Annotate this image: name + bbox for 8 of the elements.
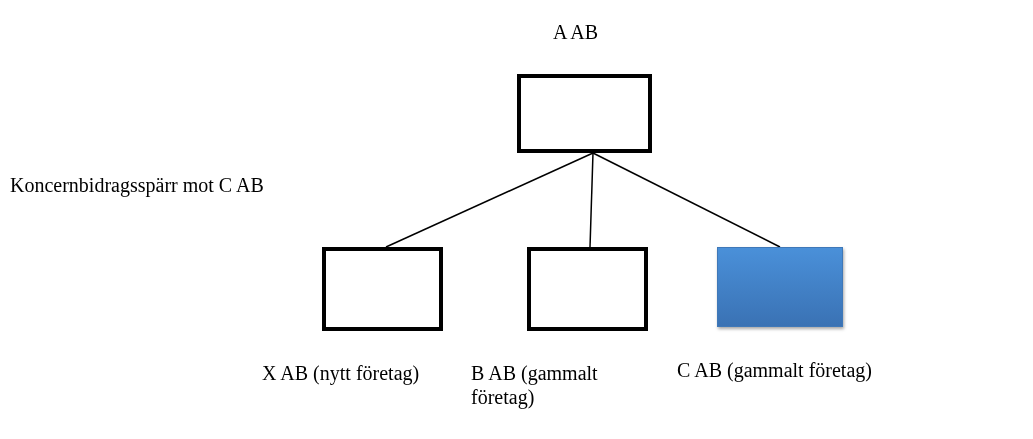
company-label: A AB — [553, 20, 599, 44]
company-label: C AB (gammalt företag) — [677, 358, 872, 382]
connector-line — [589, 152, 594, 248]
connector-line — [385, 152, 594, 248]
connector-line — [592, 152, 781, 248]
company-label: X AB (nytt företag) — [262, 361, 420, 385]
note-text: Koncernbidragsspärr mot C AB — [10, 173, 264, 197]
company-label: B AB (gammalt företag) — [471, 361, 599, 409]
